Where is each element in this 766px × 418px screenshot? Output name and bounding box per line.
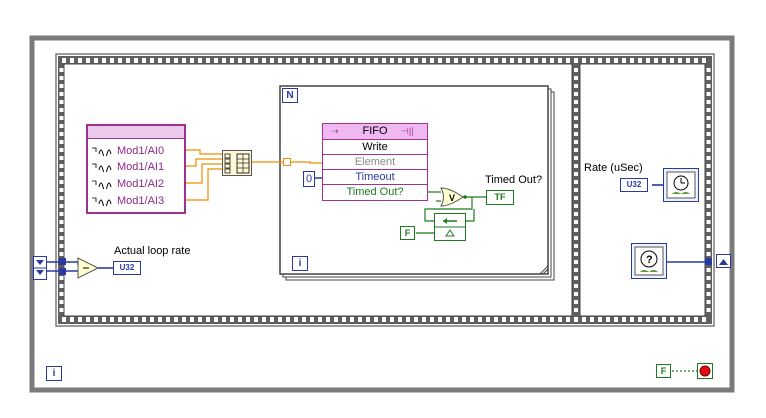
actual-loop-rate-label: Actual loop rate [114, 245, 191, 257]
timed-out-indicator[interactable]: TF [486, 190, 514, 205]
build-array-icon [224, 153, 250, 174]
channel-ai1[interactable]: Mod1/AI1 [91, 160, 164, 175]
for-loop-tunnel [283, 158, 291, 166]
for-loop-frame [279, 85, 555, 281]
tick-count-node[interactable]: ? [631, 243, 667, 279]
fifo-write-node[interactable]: ⇢ FIFO ⊣|| Write Element Timeout Timed O… [322, 123, 428, 201]
right-shift-register[interactable] [716, 254, 731, 268]
channel-ai2[interactable]: Mod1/AI2 [91, 177, 164, 192]
subtract-icon [77, 257, 100, 279]
actual-loop-rate-indicator[interactable]: U32 [113, 261, 141, 275]
loop-tunnel-1 [59, 258, 66, 265]
shift-register-icon [34, 260, 46, 275]
io-node[interactable]: Mod1/AI0 Mod1/AI1 Mod1/AI2 Mod1/AI3 [86, 124, 186, 214]
left-shift-register[interactable] [33, 256, 47, 280]
feedback-node[interactable] [434, 213, 466, 241]
io-node-icon [92, 197, 112, 209]
stop-terminal-icon [699, 365, 711, 377]
timeout-constant[interactable]: 0 [303, 171, 315, 187]
fifo-queue-icon: ⊣|| [401, 126, 414, 136]
while-loop-iteration-terminal: i [46, 366, 62, 381]
fifo-title: FIFO [362, 125, 388, 137]
for-loop-iteration-terminal: i [292, 256, 308, 271]
fifo-method: Write [323, 139, 427, 154]
while-loop-frame [29, 35, 735, 393]
channel-label: Mod1/AI1 [117, 161, 165, 173]
shift-register-up-icon [719, 259, 728, 265]
or-gate-icon: V [440, 187, 467, 207]
false-constant-stop[interactable]: F [656, 364, 671, 378]
channel-ai3[interactable]: Mod1/AI3 [91, 194, 164, 209]
channel-ai0[interactable]: Mod1/AI0 [91, 144, 164, 159]
fifo-header: ⇢ FIFO ⊣|| [323, 124, 427, 139]
svg-text:V: V [449, 193, 455, 203]
io-node-icon [92, 180, 112, 192]
fifo-arrow-icon: ⇢ [331, 126, 339, 136]
channel-label: Mod1/AI2 [117, 178, 165, 190]
feedback-node-icon [435, 218, 465, 237]
fifo-output-timed-out[interactable]: Timed Out? [323, 184, 427, 199]
timed-out-label: Timed Out? [485, 174, 543, 186]
build-array-node[interactable] [222, 150, 252, 176]
for-loop-count-terminal: N [282, 88, 298, 103]
io-node-header [88, 126, 184, 139]
svg-text:?: ? [646, 254, 653, 266]
io-node-icon [92, 147, 112, 159]
false-constant-feedback-init[interactable]: F [400, 226, 415, 240]
loop-tunnel-3 [705, 258, 712, 265]
rate-label: Rate (uSec) [584, 162, 643, 174]
channel-label: Mod1/AI3 [117, 195, 165, 207]
loop-tunnel-2 [59, 268, 66, 275]
fifo-input-timeout[interactable]: Timeout [323, 169, 427, 184]
wait-until-next-icon [666, 171, 696, 199]
wait-until-next-node[interactable] [663, 168, 699, 202]
fifo-input-element[interactable]: Element [323, 154, 427, 169]
io-node-icon [92, 163, 112, 175]
tick-count-icon: ? [634, 246, 664, 276]
channel-label: Mod1/AI0 [117, 145, 165, 157]
stop-terminal[interactable] [697, 363, 713, 379]
rate-control[interactable]: U32 [620, 178, 648, 192]
